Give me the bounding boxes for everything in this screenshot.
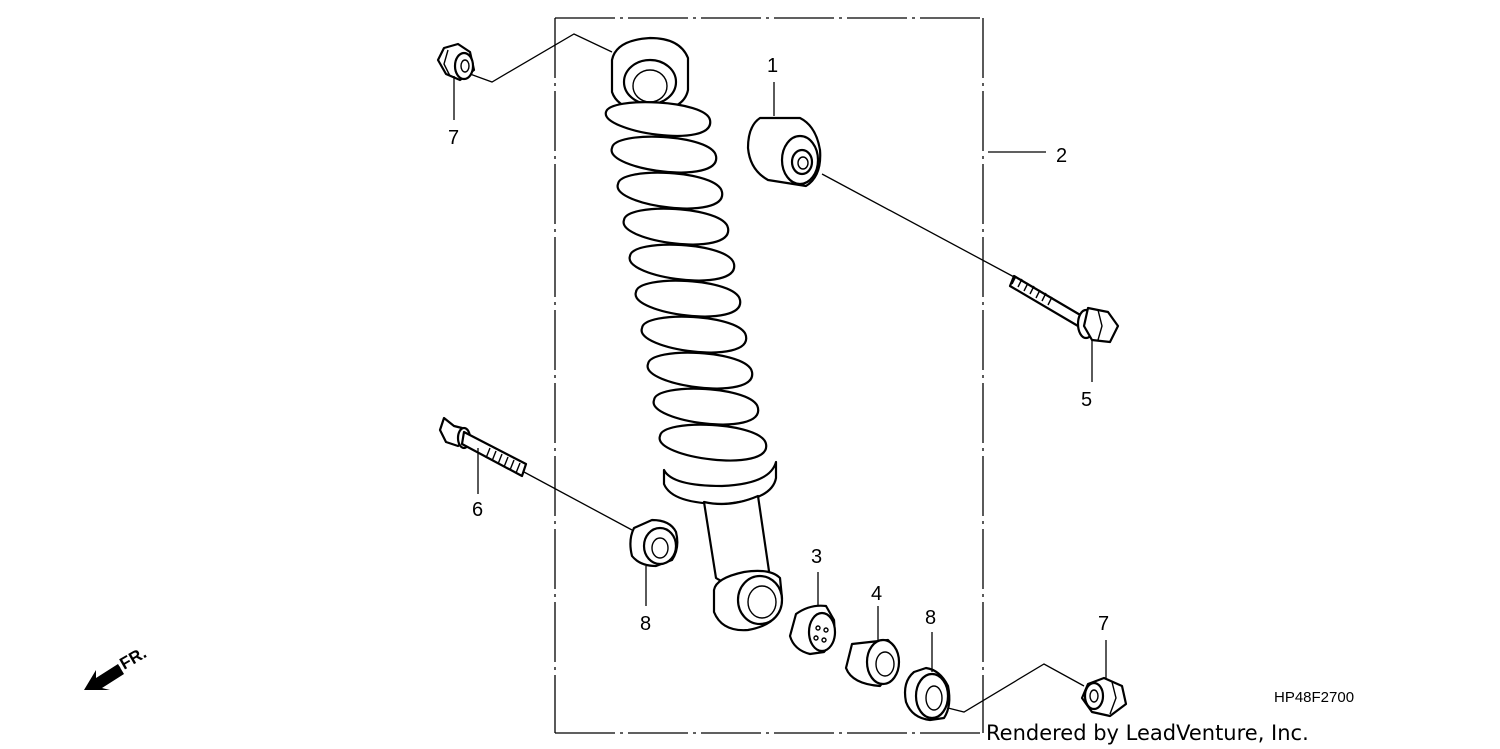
washer-left[interactable] xyxy=(629,518,679,568)
callout-3[interactable]: 3 xyxy=(811,546,822,568)
callout-8-left[interactable]: 8 xyxy=(640,613,651,635)
callout-7-top-left[interactable]: 7 xyxy=(448,127,459,149)
washer-right[interactable] xyxy=(903,666,951,722)
front-direction-arrow-icon: FR. xyxy=(84,643,150,690)
callout-4[interactable]: 4 xyxy=(871,583,882,605)
callout-7-bottom-right[interactable]: 7 xyxy=(1098,613,1109,635)
shock-absorber[interactable] xyxy=(604,36,784,632)
lower-bushing[interactable] xyxy=(788,604,837,656)
front-direction-label: FR. xyxy=(117,643,150,673)
callout-8-right[interactable]: 8 xyxy=(925,607,936,629)
callout-5[interactable]: 5 xyxy=(1081,389,1092,411)
callout-numbers: 1 2 3 4 5 6 7 7 8 8 xyxy=(448,55,1109,635)
assembly-lines xyxy=(469,33,1085,713)
callout-2[interactable]: 2 xyxy=(1056,145,1067,167)
collar[interactable] xyxy=(844,638,901,688)
upper-bushing[interactable] xyxy=(746,116,822,188)
render-credit: Rendered by LeadVenture, Inc. xyxy=(986,721,1309,745)
callout-1[interactable]: 1 xyxy=(767,55,778,77)
diagram-code: HP48F2700 xyxy=(1274,689,1354,706)
coil-spring xyxy=(604,101,778,506)
flange-bolt-left[interactable] xyxy=(438,416,528,478)
flange-nut-bottom-right[interactable] xyxy=(1080,676,1128,718)
callout-leaders xyxy=(453,76,1107,678)
assembly-boundary xyxy=(554,17,984,734)
flange-nut-top-left[interactable] xyxy=(436,42,476,82)
flange-bolt-right[interactable] xyxy=(1008,274,1120,344)
callout-6[interactable]: 6 xyxy=(472,499,483,521)
